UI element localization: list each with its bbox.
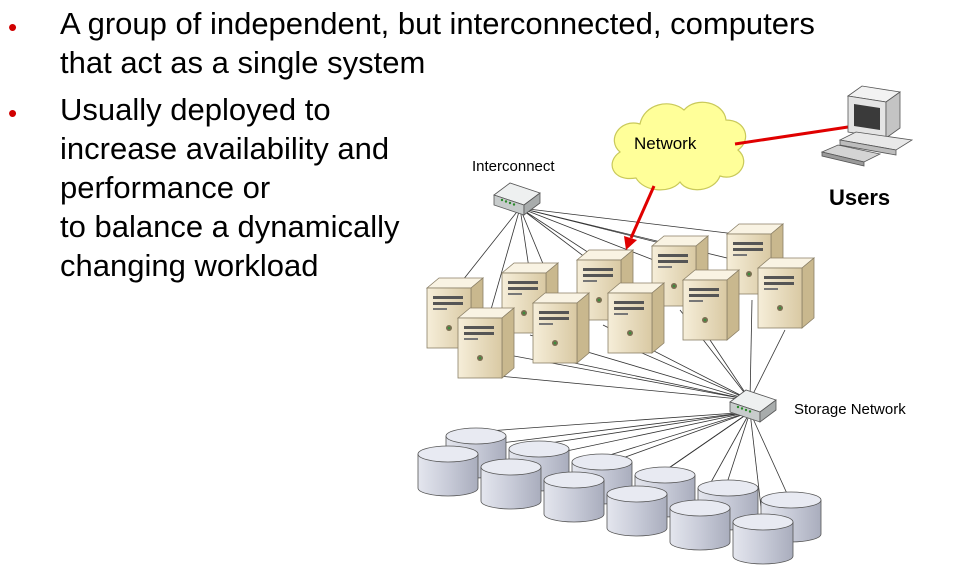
disk-icon bbox=[732, 513, 794, 565]
server-icon bbox=[532, 292, 590, 364]
bullet-1-text: A group of independent, but interconnect… bbox=[60, 4, 815, 82]
bullet-2-line-1: Usually deployed to bbox=[60, 92, 331, 127]
server-icon bbox=[457, 307, 515, 379]
bullet-marker: • bbox=[8, 98, 18, 128]
disk-icon bbox=[543, 471, 605, 523]
users-computer-icon bbox=[820, 85, 914, 167]
bullet-2-text: Usually deployed to increase availabilit… bbox=[60, 90, 399, 285]
users-network-link bbox=[734, 125, 849, 146]
server-icon bbox=[757, 257, 815, 329]
network-label: Network bbox=[634, 134, 697, 153]
users-label: Users bbox=[829, 185, 890, 210]
server-icon bbox=[682, 269, 740, 341]
disk-icon bbox=[669, 499, 731, 551]
storage-switch-icon bbox=[729, 389, 777, 423]
disk-icon bbox=[417, 445, 479, 497]
storage-disks bbox=[417, 427, 822, 565]
bullet-marker: • bbox=[8, 12, 18, 42]
bullet-2-line-2: increase availability and bbox=[60, 131, 390, 166]
bullet-1-line-2: that act as a single system bbox=[60, 45, 426, 80]
interconnect-label: Interconnect bbox=[472, 158, 555, 175]
arrowhead-icon bbox=[624, 236, 637, 250]
server-icon bbox=[607, 282, 665, 354]
interconnect-switch-icon bbox=[493, 182, 541, 216]
disk-icon bbox=[606, 485, 668, 537]
bullet-1-line-1: A group of independent, but interconnect… bbox=[60, 6, 815, 41]
network-cloud-icon bbox=[611, 101, 747, 191]
storage-network-label: Storage Network bbox=[794, 401, 906, 418]
network-cluster-link bbox=[629, 185, 656, 239]
bullet-2-line-5: changing workload bbox=[60, 248, 319, 283]
bullet-2-line-3: performance or bbox=[60, 170, 271, 205]
bullet-2-line-4: to balance a dynamically bbox=[60, 209, 400, 244]
disk-icon bbox=[480, 458, 542, 510]
